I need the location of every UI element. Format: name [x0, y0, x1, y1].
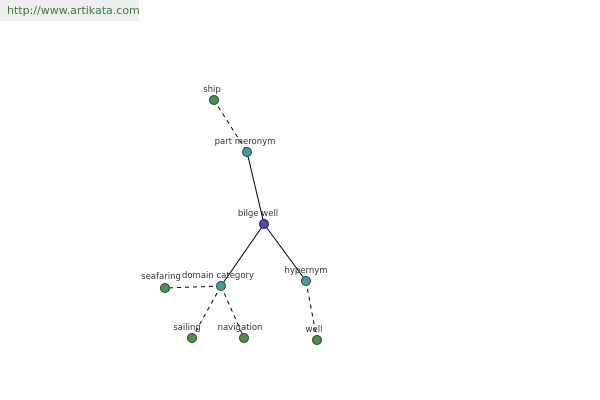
node-navigation[interactable]: navigation: [218, 323, 263, 343]
node-ship-dot: [209, 95, 219, 105]
node-bilge-well-dot: [259, 219, 269, 229]
edge-bilge-well-domain-category: [220, 223, 265, 287]
node-seafaring[interactable]: seafaring: [141, 272, 181, 293]
node-domain-category-dot: [216, 281, 226, 291]
node-navigation-dot: [239, 333, 249, 343]
node-well-dot: [312, 335, 322, 345]
node-bilge-well[interactable]: bilge well: [238, 209, 278, 229]
node-sailing[interactable]: sailing: [173, 323, 201, 343]
edge-bilge-well-hypernym: [263, 223, 307, 282]
edge-domain-category-sailing: [191, 285, 222, 339]
node-hypernym-dot: [301, 276, 311, 286]
node-navigation-label: navigation: [218, 323, 263, 333]
node-ship[interactable]: ship: [203, 85, 221, 105]
node-domain-category-label: domain category: [182, 271, 254, 281]
node-bilge-well-label: bilge well: [238, 209, 278, 219]
node-well[interactable]: well: [306, 325, 323, 345]
node-part-meronym[interactable]: part meronym: [215, 137, 276, 157]
edge-ship-part-meronym: [213, 99, 248, 153]
node-hypernym[interactable]: hypernym: [284, 266, 328, 286]
edge-hypernym-well: [305, 280, 318, 341]
node-part-meronym-dot: [242, 147, 252, 157]
node-well-label: well: [306, 325, 323, 335]
node-sailing-label: sailing: [173, 323, 201, 333]
node-domain-category[interactable]: domain category: [182, 271, 254, 291]
node-seafaring-label: seafaring: [141, 272, 181, 282]
site-url-banner[interactable]: http://www.artikata.com: [0, 0, 140, 21]
node-hypernym-label: hypernym: [284, 266, 327, 276]
edge-part-meronym-bilge-well: [246, 151, 265, 225]
edge-domain-category-seafaring: [164, 285, 222, 289]
node-ship-label: ship: [203, 85, 221, 95]
node-seafaring-dot: [160, 283, 170, 293]
node-sailing-dot: [187, 333, 197, 343]
node-part-meronym-label: part meronym: [215, 137, 276, 147]
edge-domain-category-navigation: [220, 285, 245, 339]
